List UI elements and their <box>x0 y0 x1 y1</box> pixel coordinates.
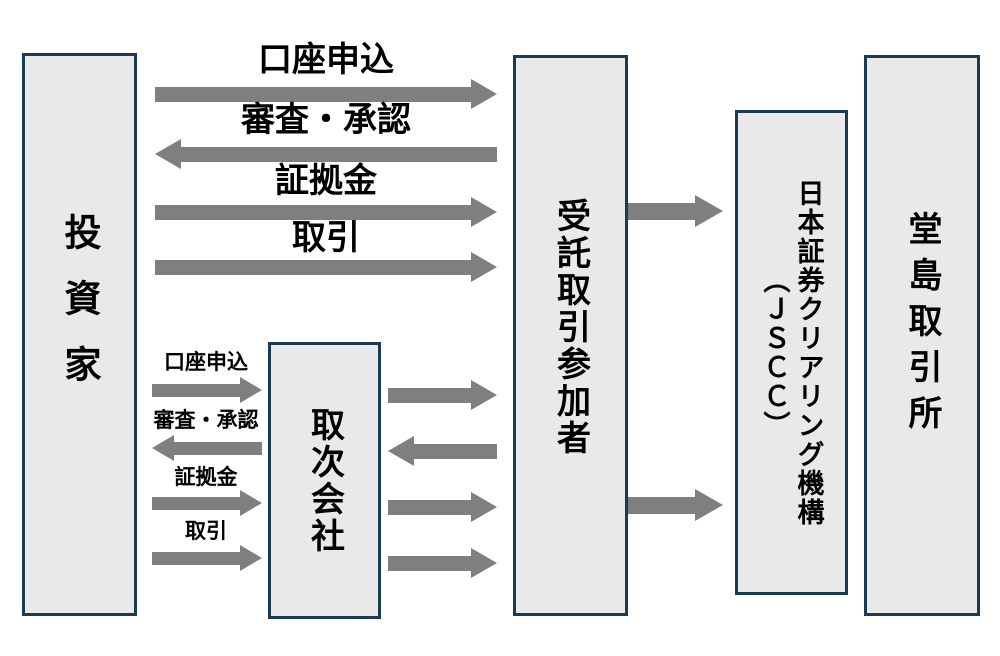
flow-label-account-application: 口座申込 <box>258 41 394 79</box>
arrow-agent-to-participant-3 <box>388 492 497 522</box>
box-jscc: 日本証券クリアリング機構（ＪＳＣＣ） <box>735 110 848 595</box>
arrow-investor-to-agent-account <box>152 377 262 403</box>
arrow-participant-to-jscc-top <box>628 195 723 227</box>
arrow-investor-to-participant-account <box>155 79 497 109</box>
arrow-head <box>152 435 174 461</box>
box-participant: 受託取引参加者 <box>513 55 628 616</box>
flow-label-trade: 取引 <box>292 219 360 257</box>
arrow-head <box>695 195 723 227</box>
arrow-head <box>471 197 497 227</box>
arrow-body <box>174 441 262 455</box>
arrow-head <box>155 139 181 169</box>
arrow-head <box>471 380 497 410</box>
arrow-body <box>628 496 695 514</box>
arrow-participant-to-agent-2 <box>388 436 497 466</box>
flow-label-margin: 証拠金 <box>275 162 377 200</box>
arrow-agent-to-participant-1 <box>388 380 497 410</box>
arrow-participant-to-jscc-bottom <box>628 489 723 521</box>
arrow-agent-to-investor-approval <box>152 435 262 461</box>
flow-label-account-application-small: 口座申込 <box>164 351 248 374</box>
box-investor-label: 投資家 <box>59 212 100 411</box>
arrow-investor-to-participant-trade <box>155 252 497 282</box>
arrow-investor-to-participant-margin <box>155 197 497 227</box>
arrow-head <box>240 545 262 571</box>
arrow-head <box>695 489 723 521</box>
arrow-body <box>414 443 497 459</box>
arrow-investor-to-agent-margin <box>152 490 262 516</box>
arrow-body <box>388 499 471 515</box>
box-agent: 取次会社 <box>268 342 381 619</box>
arrow-investor-to-agent-trade <box>152 545 262 571</box>
arrow-participant-to-investor-approval <box>155 139 497 169</box>
box-exchange-label: 堂島取引所 <box>903 210 941 441</box>
arrow-head <box>471 548 497 578</box>
flow-label-margin-small: 証拠金 <box>174 466 238 489</box>
arrow-head <box>471 492 497 522</box>
box-jscc-label: 日本証券クリアリング機構（ＪＳＣＣ） <box>759 178 824 527</box>
arrow-head <box>471 79 497 109</box>
box-participant-label: 受託取引参加者 <box>551 198 590 457</box>
arrow-body <box>155 204 471 220</box>
arrow-body <box>181 146 497 162</box>
arrow-body <box>152 383 240 397</box>
box-agent-label: 取次会社 <box>305 406 344 555</box>
arrow-body <box>152 551 240 565</box>
flow-label-screening-approval: 審査・承認 <box>241 101 411 139</box>
flow-label-screening-approval-small: 審査・承認 <box>153 409 259 432</box>
arrow-body <box>155 259 471 275</box>
arrow-head <box>240 490 262 516</box>
arrow-body <box>388 555 471 571</box>
arrow-agent-to-participant-4 <box>388 548 497 578</box>
arrow-body <box>388 387 471 403</box>
box-exchange: 堂島取引所 <box>864 55 980 616</box>
flow-label-trade-small: 取引 <box>185 520 227 543</box>
arrow-body <box>155 86 471 102</box>
arrow-body <box>628 202 695 220</box>
arrow-head <box>240 377 262 403</box>
arrow-head <box>471 252 497 282</box>
arrow-head <box>388 436 414 466</box>
box-investor: 投資家 <box>22 53 137 616</box>
arrow-body <box>152 496 240 510</box>
